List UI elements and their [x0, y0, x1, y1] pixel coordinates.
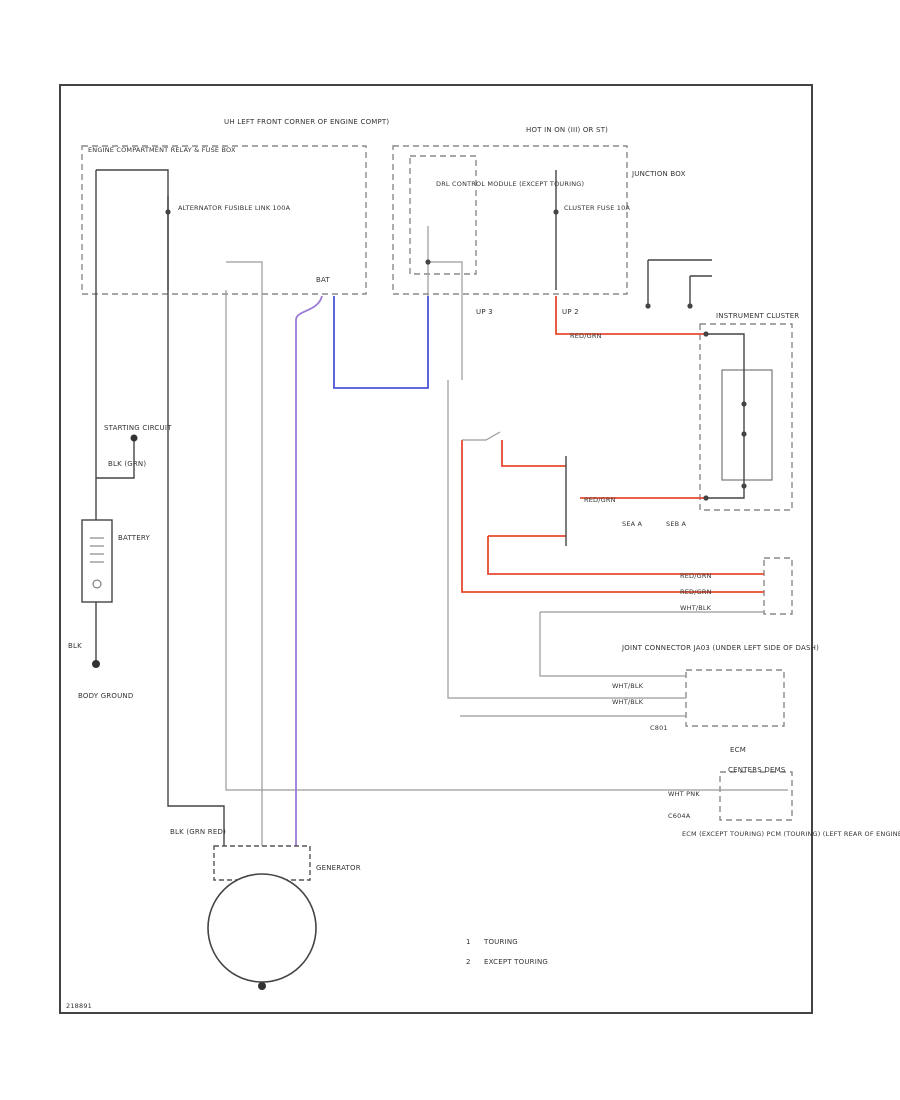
generator-symbol	[207, 873, 317, 983]
legend-item2-text: EXCEPT TOURING	[484, 958, 548, 966]
wire-label-up3: UP 3	[476, 308, 493, 316]
ecm-connector-outline	[763, 557, 793, 615]
wire-label-blk: BLK	[68, 642, 82, 650]
wire-label-red-grn-4: RED/GRN	[680, 588, 712, 596]
ecm-sub-label: CENTERS DEMS	[728, 766, 786, 774]
legend-item2-number: 2	[466, 958, 471, 966]
drl-module-label: DRL CONTROL MODULE (EXCEPT TOURING)	[436, 180, 584, 188]
body-ground-label: BODY GROUND	[78, 692, 133, 700]
ecm-pcm-title: ECM (EXCEPT TOURING) PCM (TOURING) (LEFT…	[682, 830, 900, 838]
wire-red-2	[487, 536, 764, 575]
battery-body	[81, 519, 113, 603]
wire-label-c801: C801	[650, 724, 668, 732]
wire-gray-8	[428, 261, 463, 380]
wire-red-3	[501, 440, 566, 467]
ecm-label: ECM	[730, 746, 746, 754]
wire-gray-4	[447, 380, 686, 699]
wire-gray-1	[225, 290, 788, 791]
wire-gray-3	[226, 261, 263, 290]
underhood-location-label: UH LEFT FRONT CORNER OF ENGINE COMPT)	[224, 118, 389, 126]
wire-label-red-grn-3: RED/GRN	[680, 572, 712, 580]
cluster-inner-outline	[721, 369, 773, 481]
body-ground-dot	[92, 660, 100, 668]
bracket-line-top	[462, 431, 501, 441]
instrument-cluster-label: INSTRUMENT CLUSTER	[716, 312, 799, 320]
wire-label-up2: UP 2	[562, 308, 579, 316]
battery-cells	[90, 537, 104, 563]
diagram-id: 218891	[66, 1002, 92, 1010]
wire-label-wht-pnk: WHT PNK	[668, 790, 700, 798]
legend-item1-text: TOURING	[483, 938, 518, 946]
wire-label-red-grn-2: RED/GRN	[584, 496, 616, 504]
wire-label-seb: SEB A	[666, 520, 687, 528]
wire-gray-5	[539, 612, 686, 677]
wire-violet-generator	[295, 295, 323, 846]
battery-terminal-icon	[92, 579, 102, 589]
wire-label-wht-blk-1: WHT/BLK	[680, 604, 712, 612]
drl-module-outline	[409, 155, 477, 275]
wire-label-sea: SEA A	[622, 520, 643, 528]
wire-blue-drl	[333, 296, 429, 389]
generator-label: GENERATOR	[316, 864, 361, 872]
instrument-cluster-outline	[699, 323, 793, 511]
cluster-side-wires	[647, 259, 712, 306]
hot-label: HOT IN ON (III) OR ST)	[526, 126, 608, 134]
wire-red-cluster-fuse	[555, 296, 706, 335]
joint-connector-outline	[685, 669, 785, 727]
wire-label-blk-grn: BLK (GRN)	[108, 460, 146, 468]
wire-starting-circuit	[96, 438, 135, 479]
wire-label-wht-blk-2: WHT/BLK	[612, 682, 644, 690]
wire-label-wht-blk-3: WHT/BLK	[612, 698, 644, 706]
underhood-box-title: ENGINE COMPARTMENT RELAY & FUSE BOX	[88, 146, 236, 154]
generator-ground-dot	[258, 982, 266, 990]
starting-circuit-dot	[130, 434, 138, 442]
junction-box-label: JUNCTION BOX	[631, 170, 686, 178]
wire-label-c604a: C604A	[668, 812, 691, 820]
alt-fusible-link-label: ALTERNATOR FUSIBLE LINK 100A	[178, 204, 291, 212]
cluster-wire	[706, 333, 745, 499]
junction-dots	[165, 209, 747, 501]
wire-label-red-grn-1: RED/GRN	[570, 332, 602, 340]
wire-label-blk-red: BLK (GRN RED)	[170, 828, 226, 836]
legend-item1-number: 1	[466, 938, 471, 946]
underhood-fuse-box-outline	[81, 145, 367, 295]
wire-label-bat: BAT	[316, 276, 330, 284]
battery-label: BATTERY	[118, 534, 151, 542]
starting-circuit-label: STARTING CIRCUIT	[104, 424, 172, 432]
diagram-frame	[59, 84, 813, 1014]
hot-in-on-box-outline	[392, 145, 628, 295]
ecm-pcm-outline	[719, 771, 793, 821]
wire-battery-positive	[96, 169, 225, 846]
wire-red-main	[461, 440, 764, 593]
joint-connector-label: JOINT CONNECTOR JA03 (UNDER LEFT SIDE OF…	[621, 644, 819, 652]
cluster-fuse-label: CLUSTER FUSE 10A	[564, 204, 630, 212]
